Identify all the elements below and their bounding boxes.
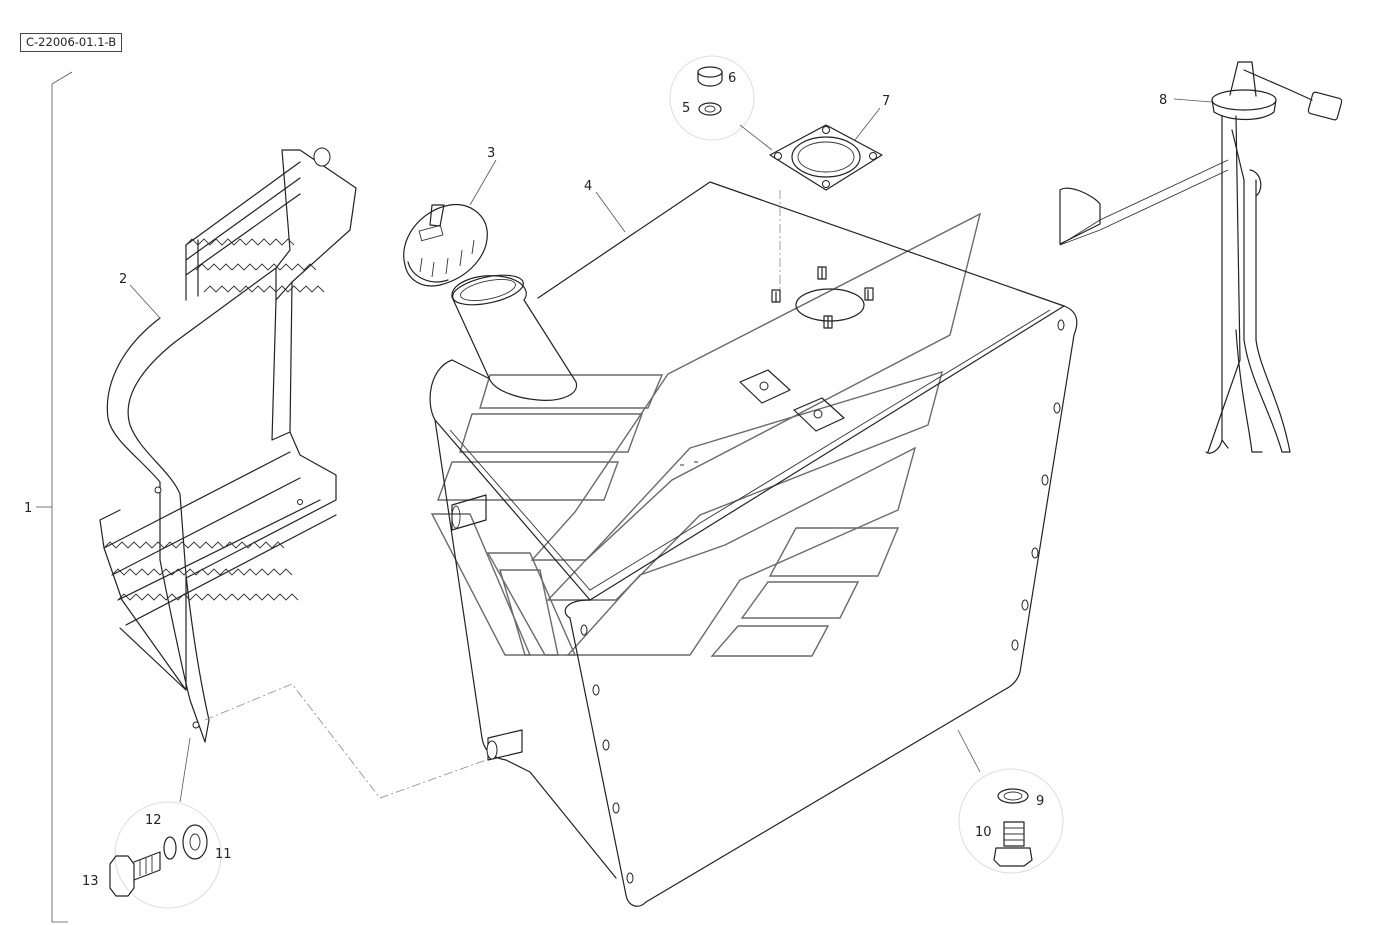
watermark-logo — [430, 212, 982, 657]
callout-7: 7 — [882, 94, 890, 109]
filler-neck — [451, 274, 578, 401]
callout-4: 4 — [584, 179, 592, 194]
fuel-level-sender — [1059, 61, 1343, 454]
detail-circle-9-10 — [958, 768, 1064, 874]
sender-gasket — [769, 124, 883, 292]
callout-6: 6 — [728, 71, 736, 86]
step-ladder — [99, 147, 357, 743]
callout-2: 2 — [119, 272, 127, 287]
assembly-bracket-1 — [36, 71, 73, 923]
callout-11: 11 — [215, 847, 232, 862]
callout-8: 8 — [1159, 93, 1167, 108]
callout-12: 12 — [145, 813, 162, 828]
detail-circle-11-13 — [109, 801, 222, 909]
filler-cap — [403, 203, 488, 287]
callout-3: 3 — [487, 146, 495, 161]
callout-9: 9 — [1036, 794, 1044, 809]
callout-13: 13 — [82, 874, 99, 889]
callout-1: 1 — [24, 501, 32, 516]
detail-circle-5-6 — [669, 55, 755, 141]
callout-5: 5 — [682, 101, 690, 116]
callout-labels: 1 2 3 4 5 6 7 8 9 10 11 12 13 — [24, 71, 1167, 889]
callout-10: 10 — [975, 825, 992, 840]
leader-lines — [129, 98, 1213, 803]
drawing-code-label: C-22006-01.1-B — [20, 33, 123, 52]
mounting-chain-line — [204, 683, 487, 799]
fuel-tank — [429, 181, 1078, 907]
